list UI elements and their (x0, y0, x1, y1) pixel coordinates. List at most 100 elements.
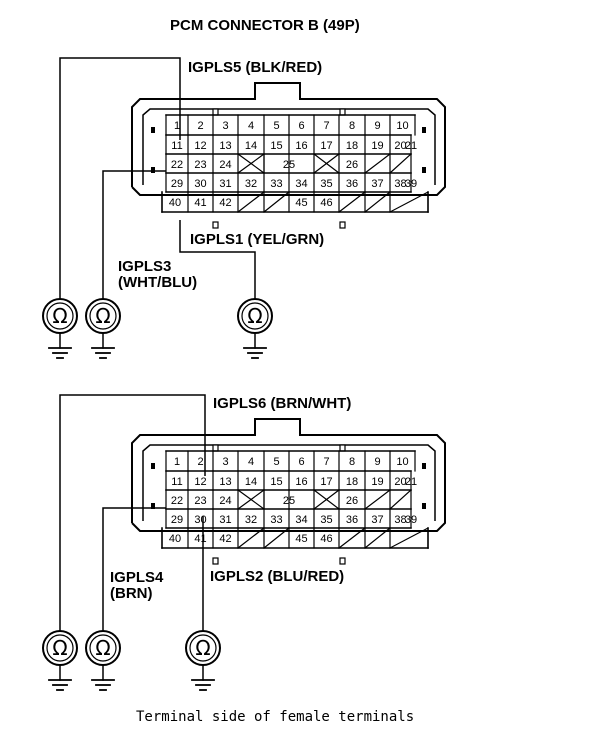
bottom-lock-tab (151, 503, 155, 509)
bottom-label-igpls6: IGPLS6 (BRN/WHT) (213, 395, 352, 412)
bottom-pin-label: 6 (298, 456, 304, 468)
top-pin-label: 18 (346, 140, 358, 152)
top-pin-label: 30 (194, 178, 206, 190)
ohmmeter-icon-ring (189, 634, 217, 662)
top-lock-tab (151, 167, 155, 173)
top-pin-label: 31 (219, 178, 231, 190)
ohm-symbol: Ω (52, 304, 67, 328)
bottom-pin-label: 3 (222, 456, 228, 468)
bottom-pin-label: 35 (320, 514, 332, 526)
bottom-pin-label: 5 (273, 456, 279, 468)
top-pin-label: 4 (248, 120, 254, 132)
bottom-pin-label: 33 (270, 514, 282, 526)
top-lock-tab (151, 127, 155, 133)
bottom-pin-label: 15 (270, 476, 282, 488)
bottom-pin-label: 36 (346, 514, 358, 526)
top-pin-label: 2 (197, 120, 203, 132)
bottom-lock-tab (422, 463, 426, 469)
top-pin-label: 16 (295, 140, 307, 152)
top-pin-label: 35 (320, 178, 332, 190)
bottom-key-notch (339, 557, 346, 565)
bottom-pin-label: 46 (320, 533, 332, 545)
bottom-pin-label: 31 (219, 514, 231, 526)
bottom-label-igpls4-color: (BRN) (110, 585, 153, 602)
ohmmeter-icon-ring (241, 302, 269, 330)
top-pin-label: 45 (295, 197, 307, 209)
top-pin-label: 6 (298, 120, 304, 132)
bottom-lock-tab (151, 463, 155, 469)
bottom-pin-label: 4 (248, 456, 254, 468)
bottom-pin-label: 19 (371, 476, 383, 488)
bottom-pin-label: 13 (219, 476, 231, 488)
top-wire-igpls3 (102, 170, 166, 300)
top-label-igpls3: IGPLS3 (118, 258, 172, 275)
top-pin-label: 3 (222, 120, 228, 132)
top-label-igpls3-color: (WHT/BLU) (118, 274, 198, 291)
bottom-pin-label: 9 (374, 456, 380, 468)
bottom-pin-label: 37 (371, 514, 383, 526)
top-pin-label: 21 (405, 140, 417, 152)
ohm-symbol: Ω (95, 636, 110, 660)
bottom-lock-tab (422, 503, 426, 509)
ohmmeter-icon-ring (89, 634, 117, 662)
top-connector-housing (131, 82, 446, 196)
bottom-pin-label: 2 (197, 456, 203, 468)
bottom-pin-label: 21 (405, 476, 417, 488)
bottom-pin-label: 1 (174, 456, 180, 468)
bottom-pin-label: 14 (245, 476, 257, 488)
bottom-pin-label: 18 (346, 476, 358, 488)
top-key-notch (339, 221, 346, 229)
top-pin-label: 15 (270, 140, 282, 152)
top-label-igpls5: IGPLS5 (BLK/RED) (188, 59, 323, 76)
bottom-blank-cavity (263, 527, 290, 549)
bottom-wire-igpls4 (102, 507, 166, 632)
top-connector-inner (142, 108, 436, 185)
bottom-pin-label: 32 (245, 514, 257, 526)
bottom-blank-cavity (364, 489, 391, 510)
top-pin-label: 42 (219, 197, 231, 209)
top-blank-cavity (237, 191, 265, 213)
top-blank-cavity (263, 191, 290, 213)
top-blank-cavity (237, 153, 265, 174)
ohm-symbol: Ω (195, 636, 210, 660)
bottom-key-notch (212, 557, 219, 565)
diagram-title: PCM CONNECTOR B (49P) (170, 17, 360, 34)
bottom-pin-label: 34 (295, 514, 307, 526)
top-blank-cavity (364, 153, 391, 174)
bottom-pin-label: 40 (169, 533, 181, 545)
top-pin-label: 1 (174, 120, 180, 132)
bottom-pin-label: 23 (194, 495, 206, 507)
top-pin-label: 11 (171, 140, 182, 152)
top-pin-label: 33 (270, 178, 282, 190)
bottom-pin-label: 26 (346, 495, 358, 507)
bottom-pin-label: 10 (396, 456, 408, 468)
top-pin-label: 22 (171, 159, 183, 171)
ohm-symbol: Ω (95, 304, 110, 328)
top-pin-label: 38 (394, 178, 406, 190)
top-pin-label: 26 (346, 159, 358, 171)
ohm-symbol: Ω (247, 304, 262, 328)
bottom-pin-label: 38 (394, 514, 406, 526)
top-meter-1: Ω (42, 298, 78, 359)
bottom-connector-housing (131, 418, 446, 532)
top-pin-label: 5 (273, 120, 279, 132)
top-blank-cavity (313, 153, 340, 174)
bottom-pin-label: 45 (295, 533, 307, 545)
bottom-pin-label: 16 (295, 476, 307, 488)
bottom-pin-label: 39 (405, 514, 417, 526)
top-pin-label: 17 (320, 140, 332, 152)
bottom-wire-igpls6 (59, 394, 206, 632)
ohmmeter-icon-ring (89, 302, 117, 330)
bottom-blank-cavity (389, 527, 429, 549)
top-pin-label: 24 (219, 159, 231, 171)
bottom-connector-inner (142, 444, 436, 521)
bottom-blank-cavity (237, 489, 265, 510)
bottom-pin-label: 11 (171, 476, 182, 488)
top-lock-tab (422, 167, 426, 173)
top-pin-label: 37 (371, 178, 383, 190)
top-pin-label: 41 (194, 197, 206, 209)
